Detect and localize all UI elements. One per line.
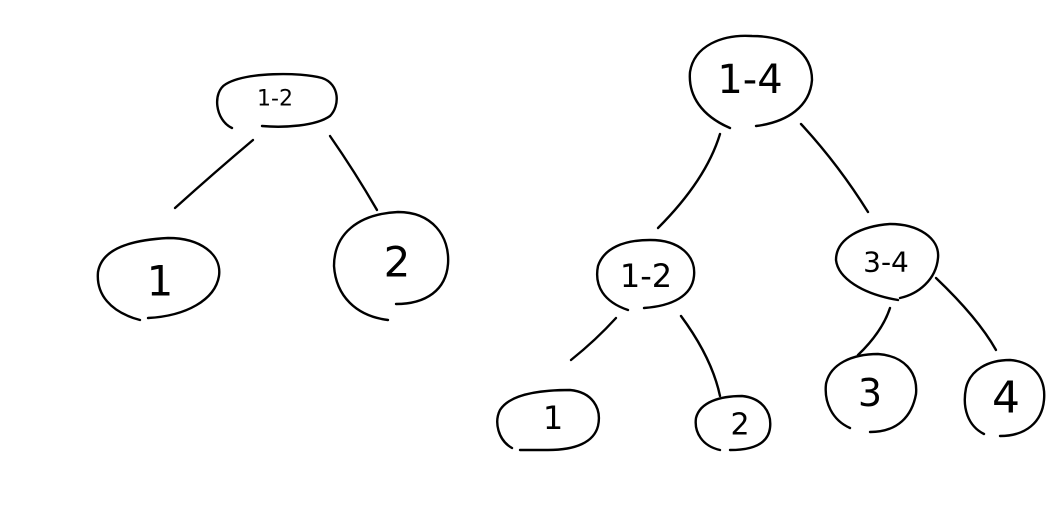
- node-label: 1-2: [257, 87, 293, 112]
- edge-t2-root-t2-left: [656, 132, 722, 230]
- node-outline: [688, 34, 814, 130]
- node-t2-root: 1-4: [688, 34, 814, 130]
- node-outline: [834, 222, 940, 302]
- node-label: 1: [543, 399, 563, 437]
- node-t2-leaf3: 3: [824, 352, 918, 434]
- node-t1-leaf1: 1: [96, 236, 221, 322]
- node-outline: [963, 358, 1046, 438]
- node-t2-left: 1-2: [595, 238, 696, 312]
- node-label: 4: [992, 373, 1020, 424]
- node-label: 2: [384, 238, 411, 287]
- edge-t2-left-t2-leaf2: [679, 314, 722, 398]
- node-t2-leaf2: 2: [694, 394, 772, 452]
- node-outline: [595, 238, 696, 312]
- edge-t2-root-t2-right: [799, 122, 870, 214]
- node-t1-root: 1-2: [216, 72, 338, 130]
- node-t2-leaf4: 4: [963, 358, 1046, 438]
- node-outline: [332, 210, 450, 322]
- edge-t1-root-t1-leaf1: [173, 138, 255, 210]
- node-label: 1: [147, 257, 174, 306]
- node-outline: [496, 388, 601, 452]
- tree-small: 1-2 1 2: [96, 72, 450, 322]
- node-outline: [216, 72, 338, 130]
- node-label: 1-4: [717, 57, 782, 103]
- node-t1-leaf2: 2: [332, 210, 450, 322]
- node-label: 1-2: [620, 257, 672, 295]
- edge-t2-right-t2-leaf4: [934, 276, 998, 352]
- node-outline: [694, 394, 772, 452]
- tree-large: 1-4 1-2 3-4 1 2 3 4: [496, 34, 1046, 452]
- edge-t2-right-t2-leaf3: [856, 306, 892, 357]
- node-label: 2: [730, 408, 749, 443]
- edge-t2-left-t2-leaf1: [569, 316, 618, 362]
- edge-t1-root-t1-leaf2: [328, 134, 379, 212]
- node-t2-right: 3-4: [834, 222, 940, 302]
- node-outline: [824, 352, 918, 434]
- node-outline: [96, 236, 221, 322]
- node-label: 3: [858, 371, 882, 415]
- node-t2-leaf1: 1: [496, 388, 601, 452]
- node-label: 3-4: [863, 246, 909, 279]
